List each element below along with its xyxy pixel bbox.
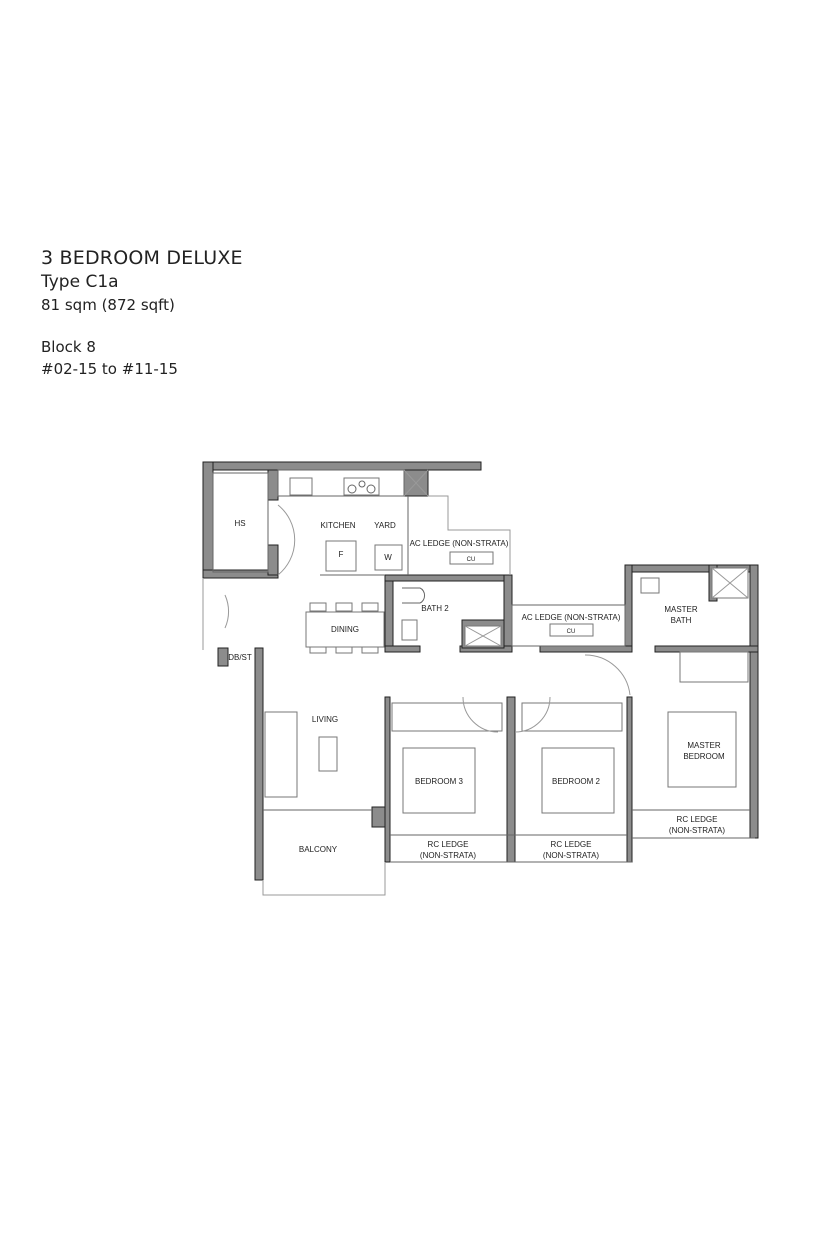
label-rc-ledge-2: RC LEDGE — [551, 840, 592, 849]
label-cu-1: CU — [467, 557, 476, 563]
label-bedroom-2: BEDROOM 2 — [552, 777, 601, 786]
label-ac-ledge-2: AC LEDGE (NON-STRATA) — [522, 613, 621, 622]
label-living: LIVING — [312, 715, 338, 724]
label-non-strata-1: (NON-STRATA) — [420, 851, 476, 860]
outlines — [202, 469, 755, 896]
label-master-bedroom-1: MASTER — [687, 741, 721, 750]
block-label: Block 8 — [41, 338, 96, 356]
label-bedroom-3: BEDROOM 3 — [415, 777, 464, 786]
walls — [202, 461, 759, 881]
unit-name: 3 BEDROOM DELUXE — [41, 247, 243, 269]
label-balcony: BALCONY — [299, 845, 338, 854]
label-bath-2: BATH 2 — [421, 604, 449, 613]
label-master-bath-1: MASTER — [664, 605, 698, 614]
label-fridge: F — [339, 550, 344, 559]
label-yard: YARD — [374, 521, 396, 530]
label-washer: W — [384, 553, 392, 562]
label-dining: DINING — [331, 625, 359, 634]
label-non-strata-2: (NON-STRATA) — [543, 851, 599, 860]
label-cu-2: CU — [567, 629, 576, 635]
unit-type: Type C1a — [41, 272, 119, 292]
unit-area: 81 sqm (872 sqft) — [41, 296, 175, 314]
label-master-bath-2: BATH — [671, 616, 692, 625]
label-ac-ledge-1: AC LEDGE (NON-STRATA) — [410, 539, 509, 548]
label-hs: HS — [234, 519, 245, 528]
label-rc-ledge-3: RC LEDGE — [677, 815, 718, 824]
label-non-strata-3: (NON-STRATA) — [669, 826, 725, 835]
unit-range: #02-15 to #11-15 — [41, 360, 178, 378]
unit-header: 3 BEDROOM DELUXE Type C1a 81 sqm (872 sq… — [41, 246, 243, 380]
label-dbst: DB/ST — [228, 653, 252, 662]
room-labels: HS KITCHEN YARD F W AC LEDGE (NON-STRATA… — [228, 519, 725, 860]
label-rc-ledge-1: RC LEDGE — [428, 840, 469, 849]
label-master-bedroom-2: BEDROOM — [683, 752, 725, 761]
label-kitchen: KITCHEN — [320, 521, 355, 530]
